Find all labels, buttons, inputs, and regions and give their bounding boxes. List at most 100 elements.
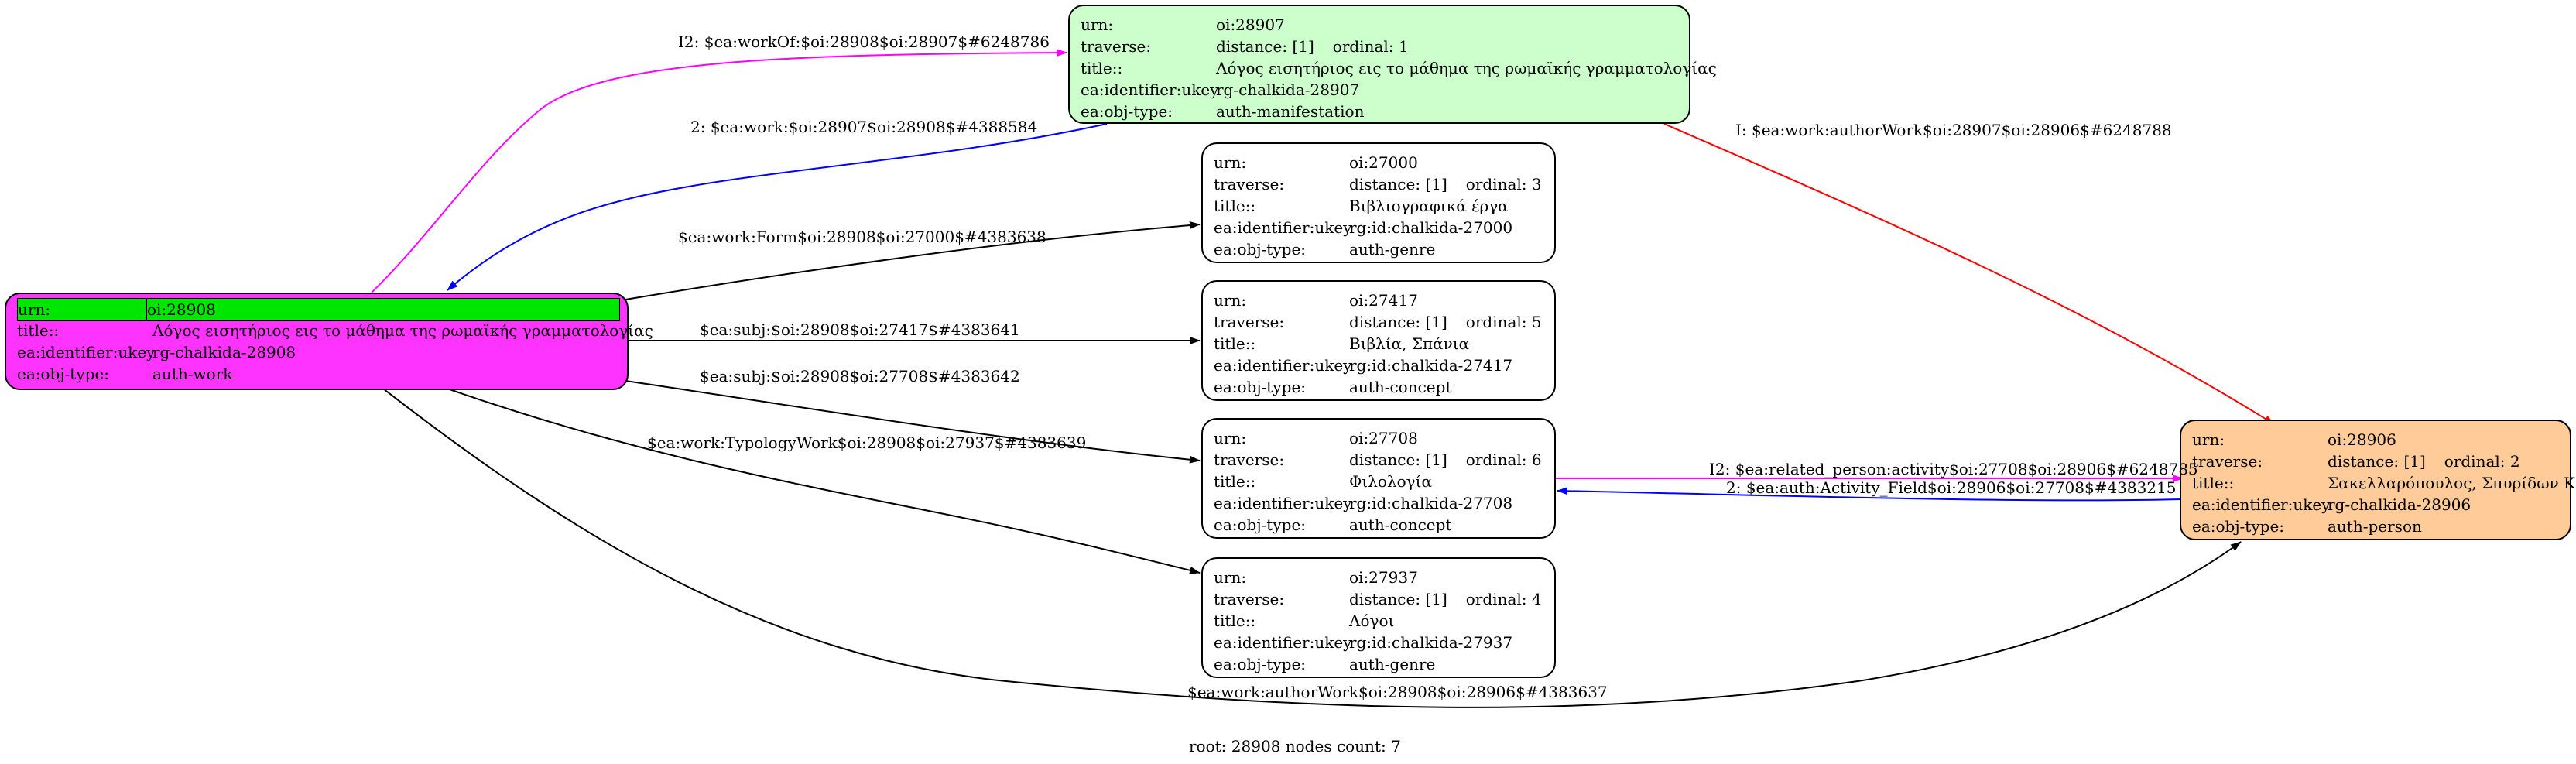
node-ukey: rg-chalkida-28907: [1216, 81, 1360, 99]
field-ukey-label: ea:identifier:ukey: [2192, 495, 2331, 514]
field-type-label: ea:obj-type:: [1214, 240, 1307, 259]
node-type: auth-person: [2328, 517, 2422, 536]
node-distance: distance: [1]: [1216, 37, 1314, 56]
field-title-label: title::: [2192, 474, 2235, 492]
node-oi-28908[interactable]: urn:oi:28908 title::Λόγος εισητήριος εις…: [5, 293, 653, 390]
node-urn: oi:28907: [1216, 15, 1285, 34]
node-distance: distance: [1]: [1349, 175, 1447, 194]
field-urn-label: urn:: [1081, 15, 1114, 34]
node-type: auth-genre: [1349, 655, 1436, 673]
field-type-label: ea:obj-type:: [1214, 655, 1307, 673]
field-title-label: title::: [1214, 197, 1256, 215]
node-urn: oi:28906: [2328, 430, 2396, 449]
field-ukey-label: ea:identifier:ukey: [1214, 356, 1352, 375]
edge-label-workof: I2: $ea:workOf:$oi:28908$oi:28907$#62487…: [678, 33, 1050, 51]
node-ordinal: ordinal: 2: [2444, 452, 2520, 471]
edge-workof: [371, 49, 1067, 293]
edge-label-authorwork: $ea:work:authorWork$oi:28908$oi:28906$#4…: [1187, 683, 1608, 701]
field-traverse-label: traverse:: [1081, 37, 1152, 56]
node-type: auth-concept: [1349, 378, 1452, 396]
edge-label-subj-27708: $ea:subj:$oi:28908$oi:27708$#4383642: [700, 367, 1020, 385]
field-type-label: ea:obj-type:: [1214, 516, 1307, 534]
node-distance: distance: [1]: [2328, 452, 2426, 471]
node-ukey: rg-chalkida-28906: [2328, 495, 2472, 514]
field-ukey-label: ea:identifier:ukey: [1081, 81, 1219, 99]
field-urn-label: urn:: [17, 298, 146, 321]
field-title-label: title::: [1214, 612, 1256, 630]
field-ukey-label: ea:identifier:ukey: [1214, 633, 1352, 652]
node-title: Λόγος εισητήριος εις το μάθημα της ρωμαϊ…: [1216, 59, 1717, 77]
node-ukey: rg:id:chalkida-27000: [1349, 218, 1513, 237]
edge-label-subj-27417: $ea:subj:$oi:28908$oi:27417$#4383641: [700, 320, 1020, 339]
field-traverse-label: traverse:: [1214, 451, 1285, 469]
node-distance: distance: [1]: [1349, 313, 1447, 331]
field-title-label: title::: [1081, 59, 1123, 77]
field-type-label: ea:obj-type:: [17, 365, 110, 383]
field-title-label: title::: [17, 321, 60, 340]
node-ordinal: ordinal: 1: [1332, 37, 1409, 56]
node-ukey: rg:id:chalkida-27937: [1349, 633, 1513, 652]
field-traverse-label: traverse:: [1214, 590, 1285, 608]
node-oi-27000[interactable]: urn: oi:27000 traverse: distance: [1] ordin…: [1201, 142, 1556, 263]
edge-label-work: 2: $ea:work:$oi:28907$oi:28908$#4388584: [690, 118, 1038, 136]
node-urn: oi:27937: [1349, 568, 1418, 587]
field-urn-label: urn:: [1214, 291, 1247, 310]
node-type: auth-concept: [1349, 516, 1452, 534]
edge-typology: [447, 388, 1201, 574]
node-distance: distance: [1]: [1349, 590, 1447, 608]
node-oi-27417[interactable]: urn: oi:27417 traverse: distance: [1] ordin…: [1201, 280, 1556, 401]
node-ukey: rg:id:chalkida-27708: [1349, 494, 1513, 512]
edge-form: [625, 221, 1201, 300]
field-ukey-label: ea:identifier:ukey: [1214, 494, 1352, 512]
edge-label-activity-field: 2: $ea:auth:Activity_Field$oi:28906$oi:2…: [1726, 478, 2177, 497]
edge-related-person: [1555, 475, 2184, 483]
edge-label-authorwork-manifestation: I: $ea:work:authorWork$oi:28907$oi:28906…: [1735, 121, 2172, 139]
node-title: Φιλολογία: [1349, 472, 1432, 491]
edge-label-typology: $ea:work:TypologyWork$oi:28908$oi:27937$…: [647, 433, 1087, 452]
field-title-label: title::: [1214, 334, 1256, 353]
field-traverse-label: traverse:: [1214, 313, 1285, 331]
node-urn: oi:28908: [146, 298, 620, 321]
field-title-label: title::: [1214, 472, 1256, 491]
field-type-label: ea:obj-type:: [2192, 517, 2285, 536]
field-urn-label: urn:: [1214, 153, 1247, 172]
field-ukey-label: ea:identifier:ukey: [1214, 218, 1352, 237]
field-urn-label: urn:: [1214, 429, 1247, 447]
field-type-label: ea:obj-type:: [1081, 102, 1173, 121]
node-oi-27937[interactable]: urn: oi:27937 traverse: distance: [1] ordin…: [1201, 557, 1556, 678]
node-ordinal: ordinal: 4: [1465, 590, 1542, 608]
edge-label-related-person: I2: $ea:related_person:activity$oi:27708…: [1709, 460, 2198, 478]
node-oi-28906[interactable]: urn: oi:28906 traverse: distance: [1] ordin…: [2180, 420, 2576, 540]
edge-authorwork-manifestation: [1663, 123, 2275, 425]
node-title: Σακελλαρόπουλος, Σπυρίδων Κ.: [2328, 474, 2576, 492]
edge-activity-field: [1557, 487, 2182, 502]
node-urn: oi:27708: [1349, 429, 1418, 447]
node-urn: oi:27417: [1349, 291, 1418, 310]
field-urn-label: urn:: [1214, 568, 1247, 587]
field-ukey-label: ea:identifier:ukey: [17, 343, 156, 361]
field-urn-label: urn:: [2192, 430, 2225, 449]
node-urn: oi:27000: [1349, 153, 1418, 172]
field-traverse-label: traverse:: [2192, 452, 2263, 471]
node-ordinal: ordinal: 3: [1465, 175, 1542, 194]
field-traverse-label: traverse:: [1214, 175, 1285, 194]
node-type: auth-genre: [1349, 240, 1436, 259]
node-oi-27708[interactable]: urn: oi:27708 traverse: distance: [1] ordin…: [1201, 418, 1556, 539]
edge-work: [447, 123, 1108, 291]
node-title: Βιβλία, Σπάνια: [1349, 334, 1470, 353]
graph-footer: root: 28908 nodes count: 7: [1189, 737, 1401, 755]
node-title: Λόγος εισητήριος εις το μάθημα της ρωμαϊ…: [152, 321, 653, 340]
node-ordinal: ordinal: 6: [1465, 451, 1542, 469]
node-distance: distance: [1]: [1349, 451, 1447, 469]
node-type: auth-manifestation: [1216, 102, 1365, 121]
edge-authorwork: [382, 388, 2242, 708]
node-ukey: rg:id:chalkida-27417: [1349, 356, 1513, 375]
node-oi-28907[interactable]: urn: oi:28907 traverse: distance: [1] ordin…: [1068, 5, 1717, 124]
field-type-label: ea:obj-type:: [1214, 378, 1307, 396]
edge-subj-27708: [625, 380, 1201, 464]
node-type: auth-work: [152, 365, 233, 383]
node-title: Λόγοι: [1349, 612, 1395, 630]
node-ordinal: ordinal: 5: [1465, 313, 1542, 331]
edge-label-form: $ea:work:Form$oi:28908$oi:27000$#4383638: [678, 228, 1046, 246]
